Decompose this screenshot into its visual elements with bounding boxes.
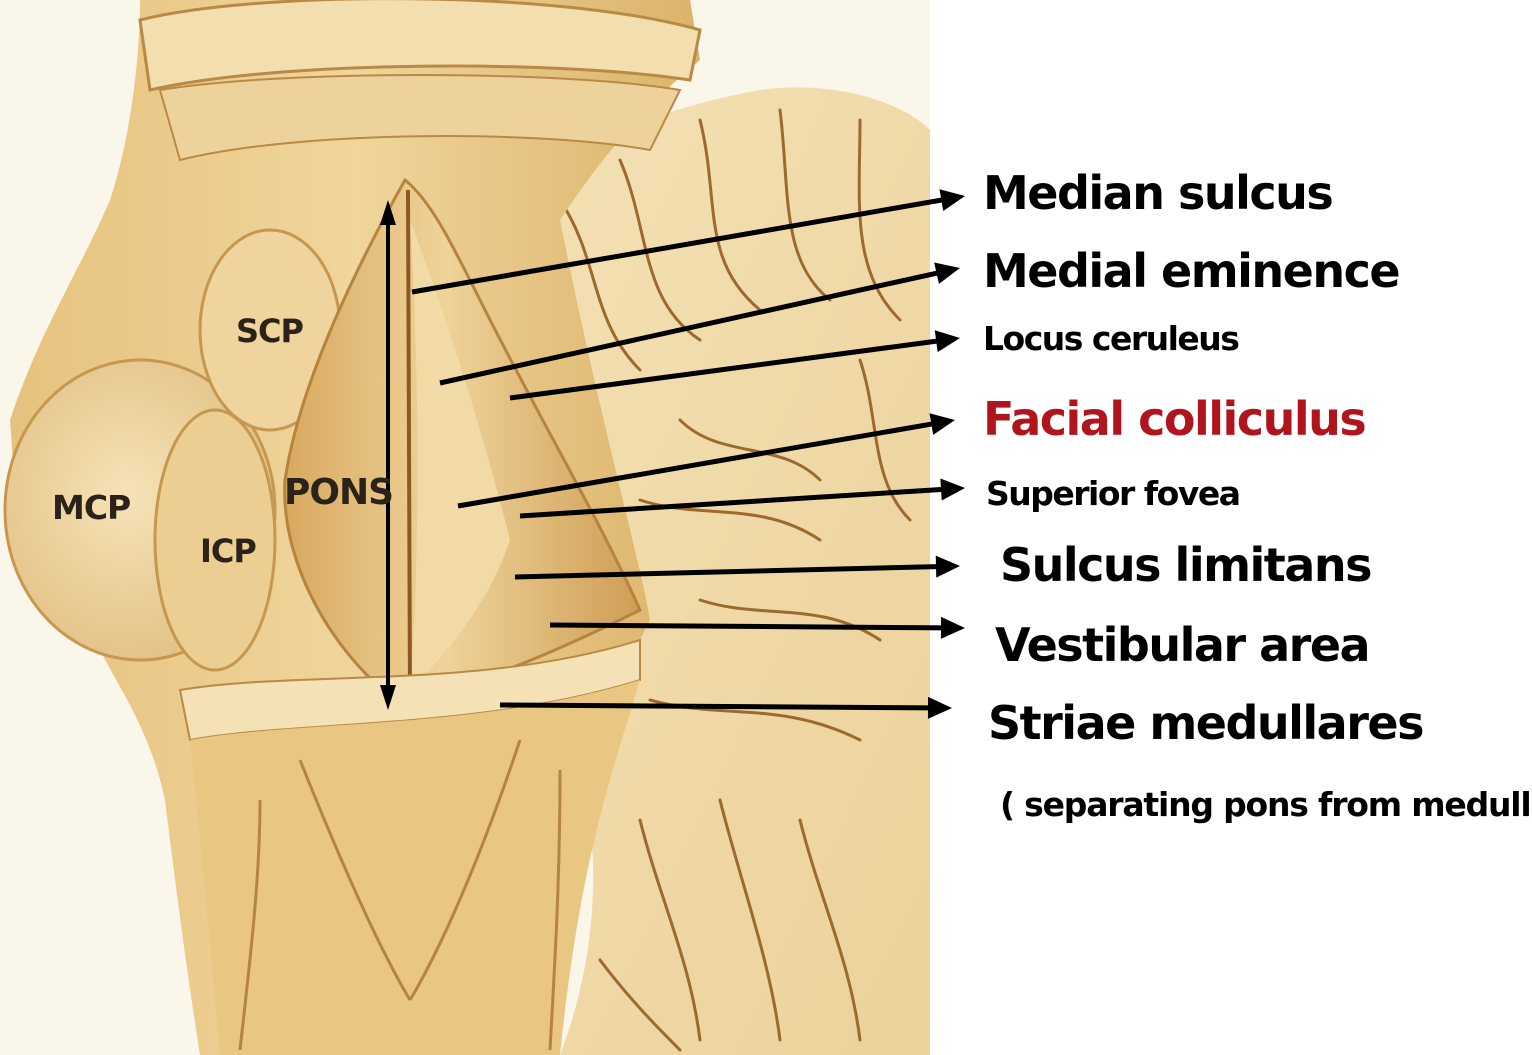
- pons-label: PONS: [284, 472, 393, 513]
- callout-medial-eminence: Medial eminence: [983, 248, 1399, 294]
- callout-sulcus-limitans: Sulcus limitans: [1000, 542, 1371, 588]
- arrow-sulcus-limitans-head: [936, 556, 960, 578]
- callout-locus-ceruleus: Locus ceruleus: [983, 322, 1238, 355]
- arrow-vestibular-area-head: [941, 617, 965, 639]
- callout-vestibular-area: Vestibular area: [995, 622, 1369, 668]
- arrow-medial-eminence-head: [934, 262, 960, 283]
- arrow-facial-colliculus-head: [929, 413, 955, 435]
- callout-striae-medullares: Striae medullares: [988, 700, 1423, 746]
- arrow-striae-medullares-head: [928, 697, 952, 719]
- median-sulcus-line: [408, 190, 410, 700]
- callout-facial-colliculus: Facial colliculus: [983, 396, 1365, 442]
- arrow-superior-fovea-head: [940, 479, 965, 501]
- arrow-median-sulcus-head: [939, 189, 965, 211]
- arrow-striae-medullares: [500, 705, 934, 708]
- callout-superior-fovea: Superior fovea: [986, 477, 1239, 510]
- mcp-label: MCP: [52, 488, 130, 527]
- callout-median-sulcus: Median sulcus: [983, 170, 1332, 216]
- callout-note: ( separating pons from medulla): [1000, 788, 1532, 821]
- scp-label: SCP: [236, 312, 303, 350]
- arrow-vestibular-area: [550, 625, 947, 628]
- icp-label: ICP: [200, 532, 256, 570]
- arrow-locus-ceruleus-head: [935, 330, 960, 352]
